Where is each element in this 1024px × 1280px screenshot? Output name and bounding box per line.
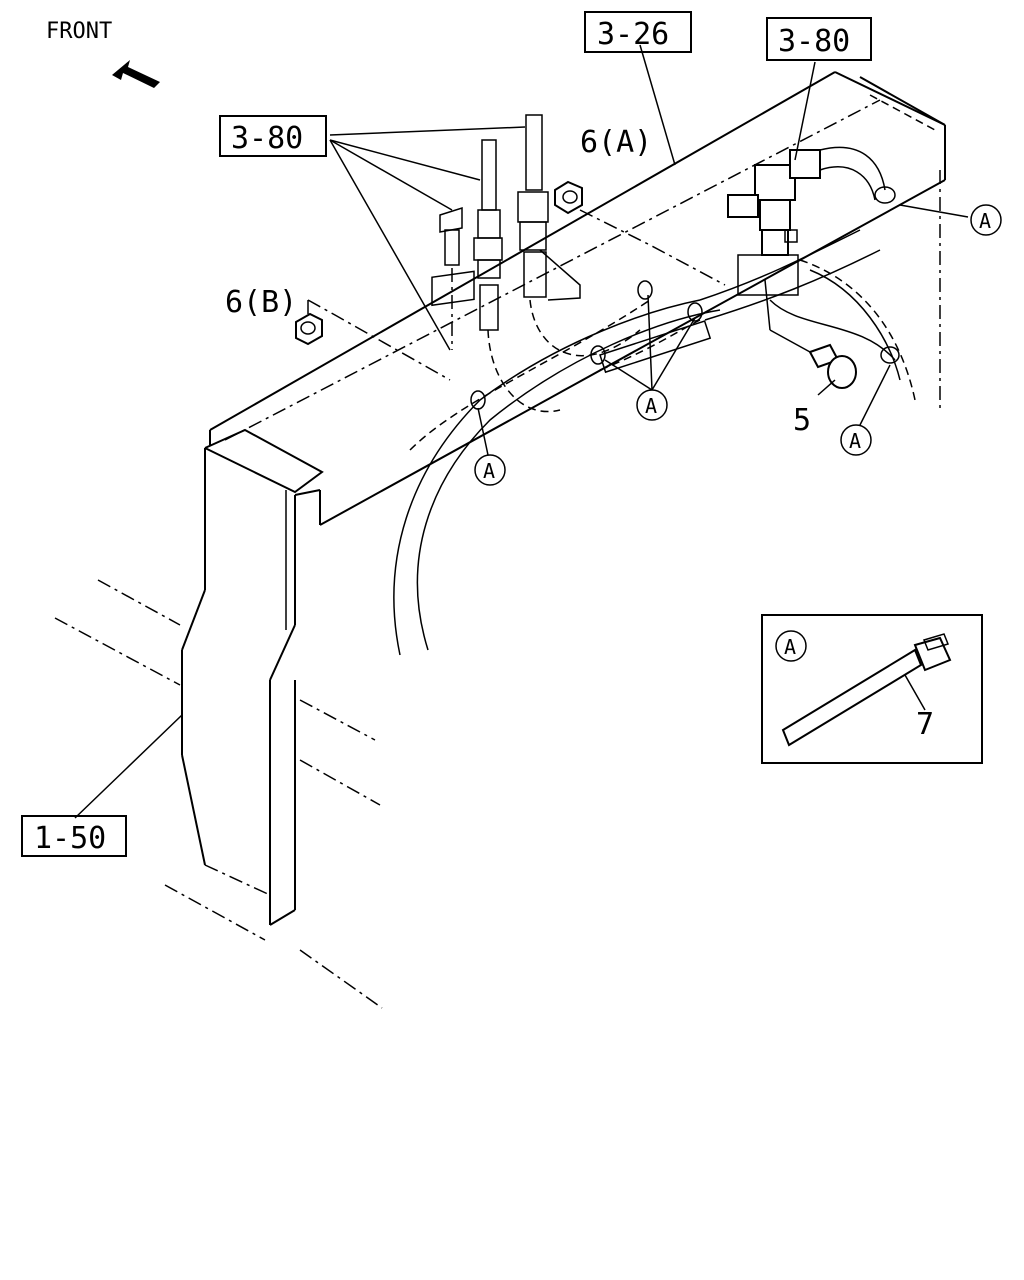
svg-text:A: A	[483, 459, 495, 483]
ref-box-3-26[interactable]: 3-26	[584, 11, 692, 53]
svg-text:3-80: 3-80	[231, 121, 303, 156]
detail-part-label: 7	[916, 707, 934, 742]
part-label-5: 5	[793, 403, 811, 438]
valve-assembly	[727, 149, 821, 331]
ref-box-1-50[interactable]: 1-50	[21, 815, 127, 857]
clip-marker-a-1: A	[970, 204, 1002, 236]
front-label: FRONT	[46, 19, 112, 44]
wiring-harness	[393, 146, 916, 656]
part-label-6a: 6(A)	[580, 125, 652, 160]
svg-text:A: A	[645, 394, 657, 418]
clip-marker-a-2: A	[474, 454, 506, 486]
brake-pipes	[439, 114, 641, 413]
crossmember-frame	[204, 71, 946, 526]
front-arrow-icon	[112, 60, 160, 88]
clip-marker-a-4: A	[840, 424, 872, 456]
clip-marker-a-3: A	[636, 389, 668, 421]
detail-marker: A	[784, 635, 796, 659]
svg-text:1-50: 1-50	[34, 821, 106, 856]
mounting-plate	[307, 209, 726, 381]
svg-text:A: A	[849, 429, 861, 453]
leader-lines	[74, 44, 969, 819]
svg-text:3-26: 3-26	[597, 17, 669, 52]
ref-box-3-80-top[interactable]: 3-80	[766, 17, 872, 61]
svg-text:3-80: 3-80	[778, 24, 850, 59]
bolt-5-icon	[769, 329, 857, 389]
ref-box-3-80-left[interactable]: 3-80	[219, 115, 327, 157]
detail-inset-a: A 7	[761, 614, 983, 764]
part-label-6b: 6(B)	[225, 285, 297, 320]
chassis-reference-lines	[54, 579, 383, 1009]
side-member	[181, 448, 296, 926]
nut-6b-icon	[295, 312, 323, 346]
svg-text:A: A	[979, 209, 991, 233]
nut-6a-icon	[554, 180, 583, 215]
cable-tie-7-icon	[781, 633, 952, 747]
